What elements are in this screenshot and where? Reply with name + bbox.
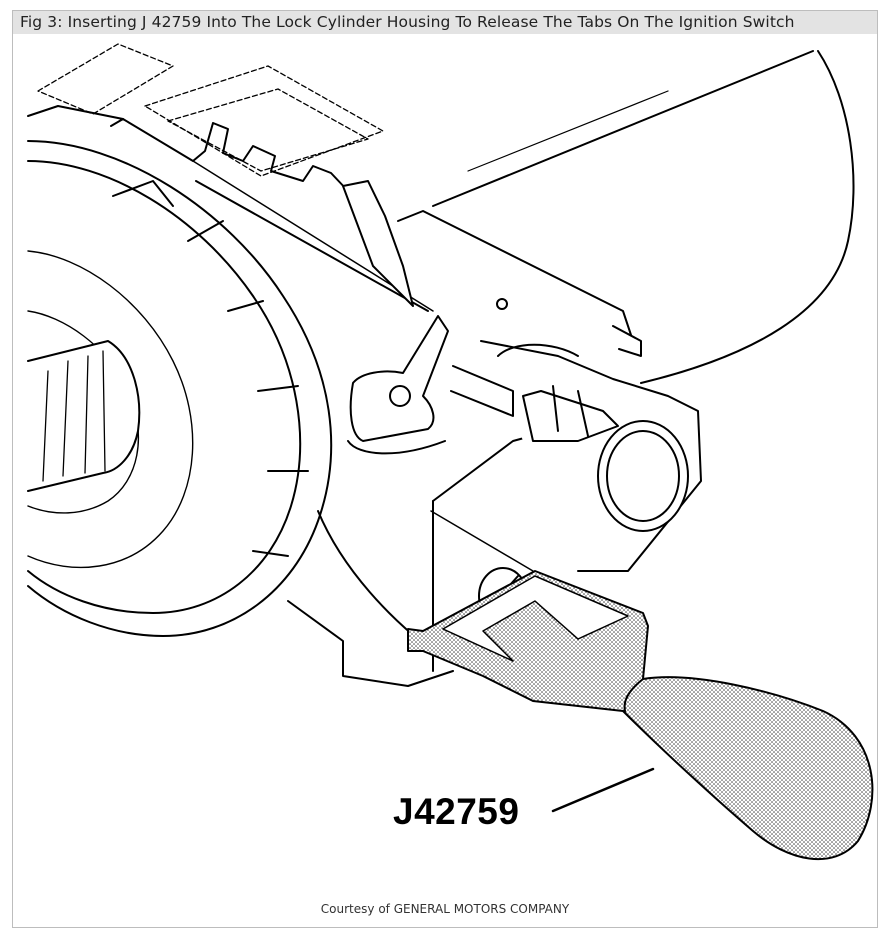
figure-frame: Fig 3: Inserting J 42759 Into The Lock C… bbox=[12, 10, 878, 928]
mounting-bracket bbox=[195, 180, 449, 455]
ignition-switch-illustration bbox=[27, 43, 874, 861]
j42759-tool bbox=[407, 570, 874, 861]
wheel-hub bbox=[27, 140, 333, 637]
column-housing bbox=[432, 50, 855, 384]
tool-callout-label: J42759 bbox=[393, 791, 520, 832]
caption-bar: Fig 3: Inserting J 42759 Into The Lock C… bbox=[13, 11, 877, 34]
credit-line: Courtesy of GENERAL MOTORS COMPANY bbox=[320, 902, 570, 916]
lock-cylinder-housing bbox=[397, 210, 702, 572]
figure-caption: Fig 3: Inserting J 42759 Into The Lock C… bbox=[20, 13, 795, 31]
callout-leader bbox=[551, 767, 655, 813]
